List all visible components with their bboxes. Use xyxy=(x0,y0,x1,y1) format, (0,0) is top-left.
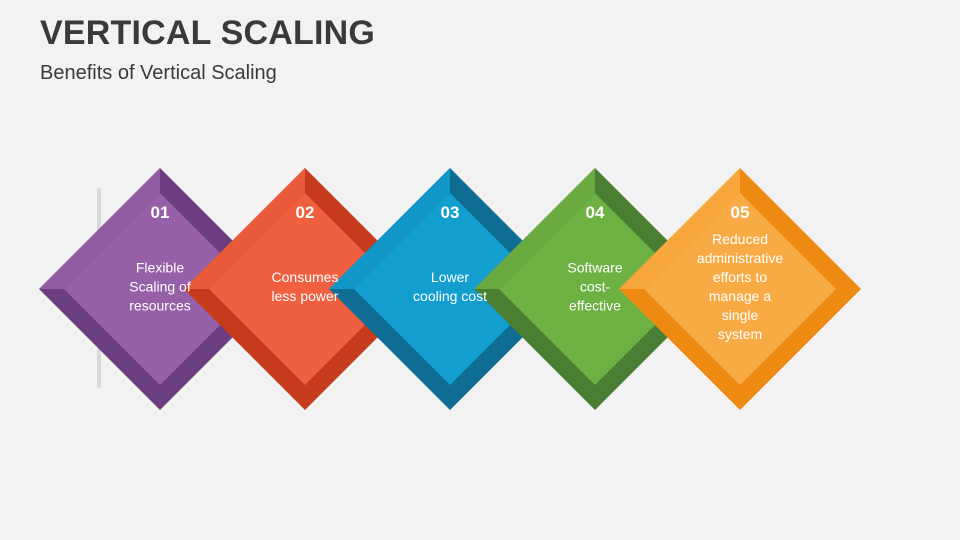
benefit-number: 04 xyxy=(585,203,605,222)
diamond-facet xyxy=(39,168,160,289)
diamond-face xyxy=(499,193,691,385)
diamond-face xyxy=(354,193,546,385)
benefit-number: 05 xyxy=(730,203,750,222)
benefit-number: 03 xyxy=(440,203,460,222)
diamond-face xyxy=(64,193,256,385)
diamond-facet xyxy=(619,168,740,289)
benefit-diamond-01 xyxy=(39,168,281,410)
benefit-diamond-03 xyxy=(329,168,571,410)
benefit-number: 01 xyxy=(150,203,170,222)
page-subtitle: Benefits of Vertical Scaling xyxy=(40,62,277,84)
diamond-facet xyxy=(329,168,450,289)
diamond-facet xyxy=(474,168,595,289)
benefit-diamond-04 xyxy=(474,168,716,410)
benefit-diamond-02 xyxy=(184,168,426,410)
benefit-diamond-05 xyxy=(619,168,861,410)
diamond-face xyxy=(644,193,836,385)
diamond-face xyxy=(209,193,401,385)
page-title: VERTICAL SCALING xyxy=(40,14,376,52)
benefit-number: 02 xyxy=(295,203,315,222)
diamond-facet xyxy=(184,168,305,289)
